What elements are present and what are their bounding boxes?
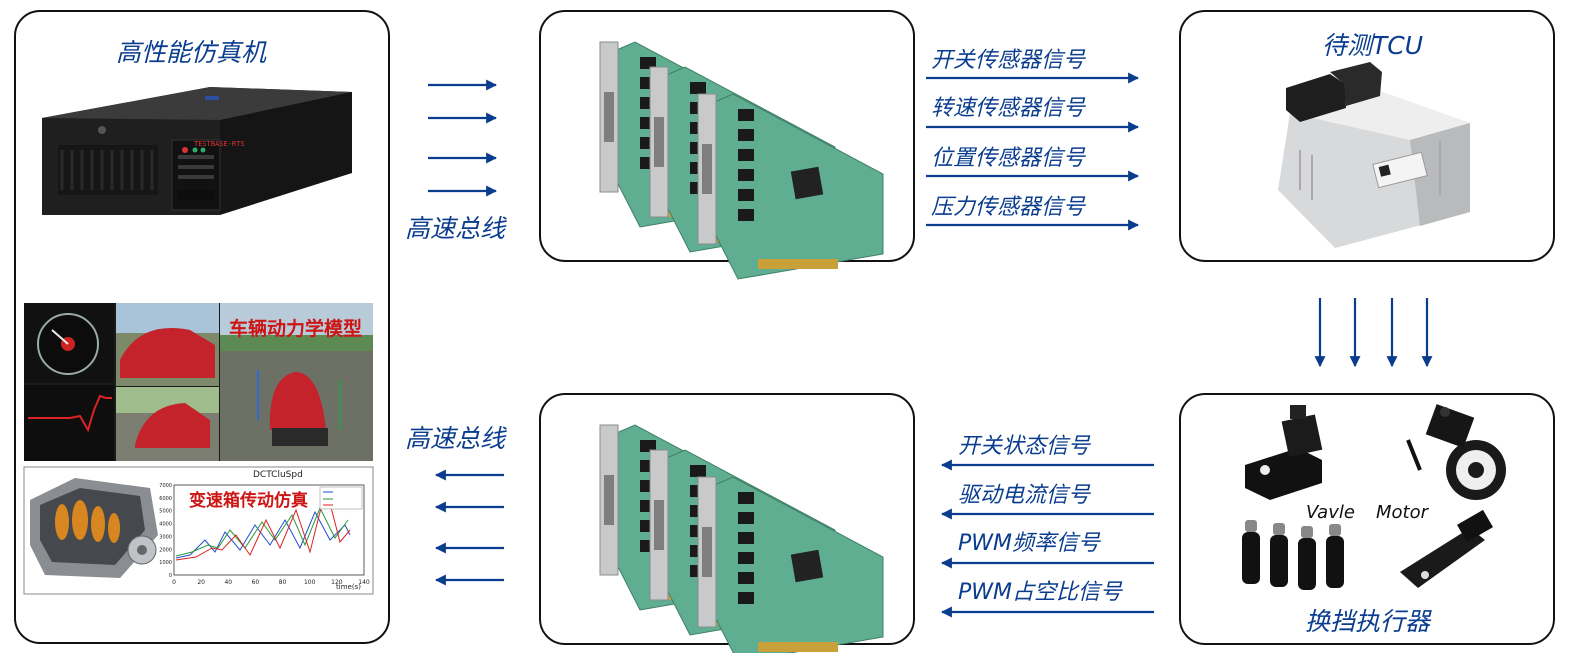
gearbox-label: 变速箱传动仿真: [189, 491, 308, 511]
x-tick-label: 20: [197, 579, 205, 586]
vehicle-model-label: 车辆动力学模型: [229, 318, 363, 340]
bus-label-top: 高速总线: [405, 214, 506, 243]
y-tick-label: 5000: [159, 509, 172, 515]
x-tick-label: 100: [304, 579, 316, 586]
tcu-unit-icon: [1278, 62, 1470, 248]
valve-label: Vavle: [1306, 502, 1355, 523]
solenoid-valve-icon: [1245, 405, 1323, 500]
vehicle-dynamics-panel: [24, 303, 373, 461]
signal-arrows: [428, 72, 1433, 618]
x-tick-label: 80: [279, 579, 287, 586]
x-tick-label: 0: [172, 579, 176, 586]
actuator-signal-label: PWM占空比信号: [958, 580, 1123, 605]
sensor-signal-label: 压力传感器信号: [931, 195, 1086, 220]
proportional-valve-icon: [1400, 509, 1493, 588]
tcu-title: 待测TCU: [1322, 31, 1424, 60]
actuator-signal-label: 开关状态信号: [958, 434, 1091, 459]
server-label: TESTBASE-RTS: [194, 140, 245, 148]
y-tick-label: 1000: [159, 560, 172, 566]
x-tick-label: 60: [252, 579, 260, 586]
injector-valve-icon: [1242, 520, 1344, 590]
x-tick-label: 140: [358, 579, 370, 586]
y-tick-label: 4000: [159, 522, 172, 528]
sensor-signal-label: 开关传感器信号: [931, 48, 1086, 73]
y-tick-label: 3000: [159, 534, 172, 540]
motor-icon: [1406, 404, 1506, 500]
gearbox-chart-title: DCTCluSpd: [253, 470, 303, 480]
actuator-box: [1179, 393, 1555, 645]
motor-label: Motor: [1376, 502, 1429, 523]
actuator-signal-label: 驱动电流信号: [958, 483, 1091, 508]
gearbox-chart-ticks: 0 20 40 60 80 100 120 140 0 1000 2000 3000 4000 5000 6…: [159, 483, 370, 586]
y-tick-label: 6000: [159, 496, 172, 502]
sensor-signal-label: 转速传感器信号: [931, 96, 1086, 121]
gearbox-icon: [30, 478, 158, 578]
x-tick-label: 120: [331, 579, 343, 586]
simulator-title: 高性能仿真机: [116, 38, 267, 67]
gearbox-series-line: [175, 510, 351, 559]
server-icon: [42, 87, 352, 215]
actuator-signal-label: PWM频率信号: [958, 531, 1101, 556]
sensor-signal-label: 位置传感器信号: [931, 146, 1086, 171]
gearbox-panel: 0 20 40 60 80 100 120 140 0 1000 2000 3000 4000 5000 6…: [23, 466, 374, 595]
io-card-icon: [599, 41, 884, 280]
x-tick-label: 40: [224, 579, 232, 586]
y-tick-label: 2000: [159, 547, 172, 553]
y-tick-label: 0: [169, 573, 172, 579]
bus-label-bottom: 高速总线: [405, 424, 506, 453]
actuator-title: 换挡执行器: [1305, 607, 1431, 636]
io-card-icon: [599, 424, 884, 653]
gearbox-chart-xlabel: time(s): [336, 583, 361, 591]
y-tick-label: 7000: [159, 483, 172, 489]
